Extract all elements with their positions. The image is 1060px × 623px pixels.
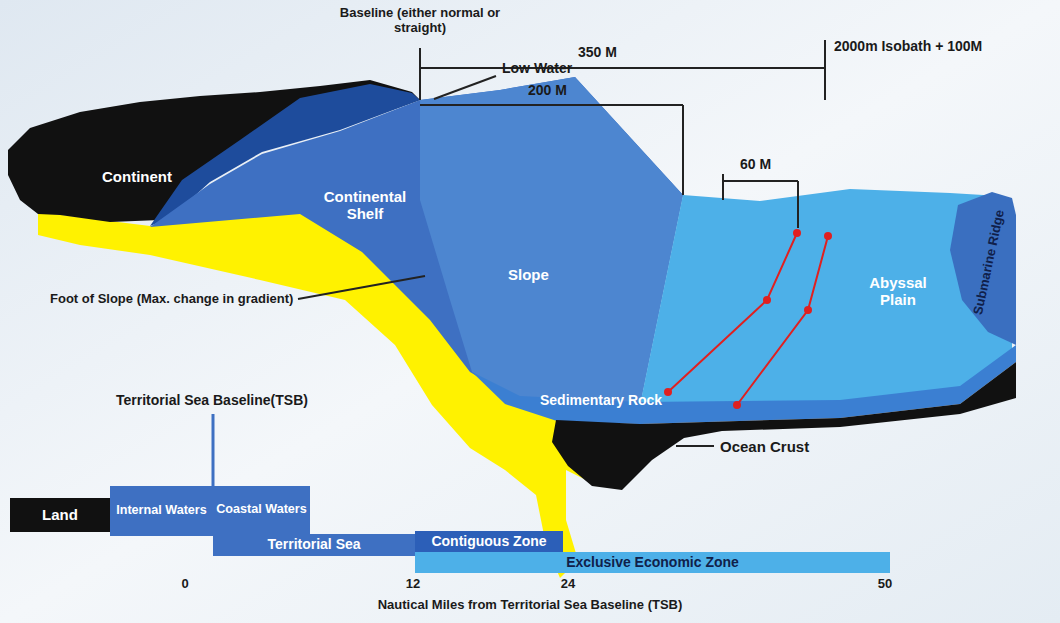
- baseline-marker: [212, 414, 215, 486]
- region-label: Continental Shelf: [315, 188, 415, 223]
- part-label: Ocean Crust: [720, 438, 809, 455]
- leader-line: [298, 276, 425, 299]
- zone-name: Exclusive Economic Zone: [566, 555, 739, 570]
- axis-number: 50: [878, 577, 892, 592]
- region-label: Continent: [102, 168, 172, 185]
- continental-shelf: [150, 77, 683, 405]
- limit-dot: [664, 388, 672, 396]
- slope-area: [420, 77, 683, 405]
- leader-line: [434, 76, 496, 99]
- zone-name: Internal Waters: [116, 504, 207, 518]
- zone-name: Contiguous Zone: [431, 534, 546, 549]
- land-band: Land: [10, 498, 110, 532]
- axis-number: 24: [561, 577, 575, 592]
- submarine-ridge: [950, 192, 1016, 345]
- limit-dot: [804, 306, 812, 314]
- dimension-label: 2000m Isobath + 100M: [834, 38, 982, 54]
- zone-band: Exclusive Economic Zone: [415, 552, 890, 573]
- part-label: Foot of Slope (Max. change in gradient): [50, 292, 293, 307]
- baseline-label: Baseline (either normal or straight): [320, 6, 520, 36]
- axis-caption: Nautical Miles from Territorial Sea Base…: [378, 598, 683, 613]
- limit-dot: [824, 232, 832, 240]
- region-label: Slope: [508, 266, 549, 283]
- limit-dot: [763, 296, 771, 304]
- dimension-label: 350 M: [578, 44, 617, 60]
- zone-band: Coastal Waters: [213, 486, 310, 534]
- region-label: Abyssal Plain: [858, 274, 938, 309]
- part-label: Territorial Sea Baseline(TSB): [116, 392, 308, 408]
- limit-dot: [793, 229, 801, 237]
- region-label: Submarine Ridge: [971, 208, 1008, 316]
- ocean-crust: [552, 362, 1016, 490]
- zone-band: Internal Waters: [110, 486, 213, 536]
- outer-limit-line: [737, 236, 828, 405]
- dimension-label: 60 M: [740, 156, 771, 172]
- axis-number: 0: [181, 577, 188, 592]
- leader-line: [676, 445, 714, 447]
- axis-number: 12: [406, 577, 420, 592]
- region-label: Sedimentary Rock: [540, 392, 662, 408]
- zone-name: Land: [42, 507, 78, 524]
- outer-limit-line: [668, 233, 797, 392]
- zone-band: Contiguous Zone: [415, 531, 563, 552]
- zone-name: Territorial Sea: [267, 537, 360, 552]
- zone-band: Territorial Sea: [213, 534, 415, 556]
- dimension-brackets: [420, 40, 825, 228]
- zone-name: Coastal Waters: [216, 503, 307, 517]
- part-label: Low Water: [502, 60, 572, 76]
- dimension-label: 200 M: [528, 82, 567, 98]
- limit-dot: [733, 401, 741, 409]
